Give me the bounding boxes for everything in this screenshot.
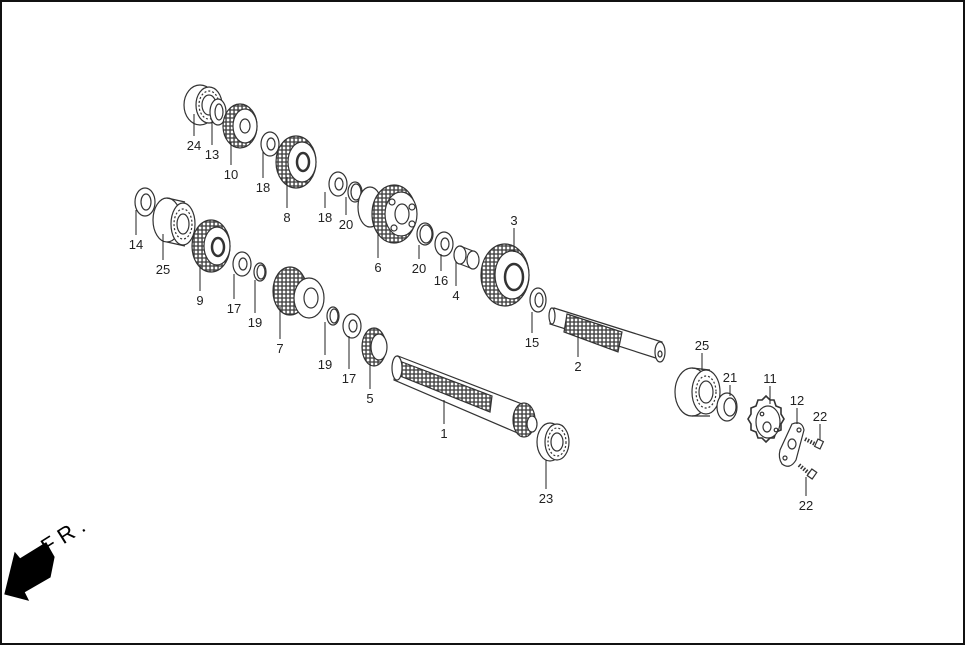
callout-part-14: 14 (128, 237, 144, 252)
splined-washer-18b-icon (328, 171, 348, 197)
leader-lines (135, 114, 821, 496)
splined-washer-18-icon (260, 131, 280, 157)
callout-part-10: 10 (223, 167, 239, 182)
splined-washer-17-icon (232, 251, 252, 277)
callout-part-1: 1 (440, 426, 448, 441)
callout-part-15: 15 (524, 335, 540, 350)
callout-part-5: 5 (366, 391, 374, 406)
callout-part-19: 19 (317, 357, 333, 372)
washer-13-icon (209, 98, 227, 126)
bearing-25b-icon (674, 367, 721, 417)
circlip-19-icon (253, 262, 267, 282)
mainshaft-1-icon (391, 355, 538, 438)
gear-7-icon (272, 266, 325, 319)
callout-part-21: 21 (722, 370, 738, 385)
callout-part-8: 8 (283, 210, 291, 225)
callout-part-25: 25 (155, 262, 171, 277)
callout-part-25: 25 (694, 338, 710, 353)
countershaft-2-icon (548, 307, 666, 363)
circlip-19b-icon (326, 306, 340, 326)
bolt-22-icon (804, 437, 825, 450)
callout-part-20: 20 (338, 217, 354, 232)
callout-part-3: 3 (510, 213, 518, 228)
callout-part-4: 4 (452, 288, 460, 303)
fixing-plate-12-icon (778, 422, 805, 467)
front-arrow-icon (4, 542, 55, 601)
callout-part-7: 7 (276, 341, 284, 356)
callout-part-16: 16 (433, 273, 449, 288)
splined-washer-16-icon (434, 231, 454, 257)
callout-part-6: 6 (374, 260, 382, 275)
callout-part-19: 19 (247, 315, 263, 330)
gear-6-icon (357, 184, 418, 244)
callout-part-9: 9 (196, 293, 204, 308)
washer-14-icon (134, 187, 156, 217)
gear-3-icon (480, 243, 530, 307)
bearing-23-icon (536, 422, 570, 462)
splined-washer-17b-icon (342, 313, 362, 339)
callout-part-13: 13 (204, 147, 220, 162)
callout-part-11: 11 (763, 371, 777, 386)
sprocket-11-icon (747, 394, 785, 444)
gear-9-icon (191, 219, 231, 273)
callout-part-17: 17 (226, 301, 242, 316)
bolt-22b-icon (797, 463, 818, 480)
callout-part-20: 20 (411, 261, 427, 276)
gear-5-icon (361, 327, 388, 367)
callout-part-17: 17 (341, 371, 357, 386)
callout-part-22: 22 (812, 409, 828, 424)
gear-8-icon (275, 135, 317, 189)
bearing-25-icon (152, 197, 196, 247)
gear-10-icon (222, 103, 258, 149)
circlip-20b-icon (416, 222, 434, 246)
callout-part-18: 18 (255, 180, 271, 195)
callout-part-18: 18 (317, 210, 333, 225)
bushing-4-icon (453, 245, 480, 270)
callout-part-23: 23 (538, 491, 554, 506)
callout-part-24: 24 (186, 138, 202, 153)
oil-seal-21-icon (716, 392, 738, 422)
callout-part-2: 2 (574, 359, 582, 374)
washer-15-icon (529, 287, 547, 313)
callout-part-22: 22 (798, 498, 814, 513)
callout-part-12: 12 (789, 393, 805, 408)
